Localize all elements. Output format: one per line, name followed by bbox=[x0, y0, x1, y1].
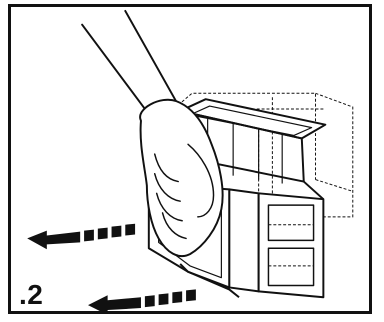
gloved-hand-icon bbox=[82, 11, 223, 256]
drawer-removal-illustration bbox=[11, 7, 369, 311]
step-number-label: .2 bbox=[19, 281, 43, 309]
illustration-frame: .2 bbox=[8, 4, 372, 314]
